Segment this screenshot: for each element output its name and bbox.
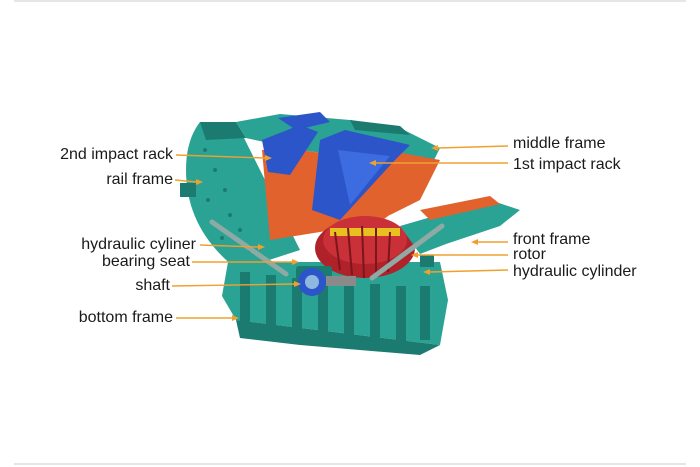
label-bottom-frame: bottom frame xyxy=(78,309,173,326)
impact-rack-1-part xyxy=(312,130,410,220)
top-border-line xyxy=(14,0,686,2)
hydraulic-cylinders-part xyxy=(209,219,445,281)
bottom-border-line xyxy=(14,463,686,465)
label-hydraulic-cyliner: hydraulic cyliner xyxy=(81,236,196,253)
label-hydraulic-cylinder: hydraulic cylinder xyxy=(513,263,637,280)
front-frame-part xyxy=(400,196,520,267)
label-1st-impact-rack: 1st impact rack xyxy=(513,156,621,173)
bottom-frame-part xyxy=(222,262,448,355)
label-shaft: shaft xyxy=(135,277,170,294)
label-middle-frame: middle frame xyxy=(513,135,606,152)
impact-rack-2-part xyxy=(262,112,330,175)
leader-lines xyxy=(171,145,509,319)
label-front-frame: front frame xyxy=(513,231,591,248)
shaft-bearing-part xyxy=(296,266,356,296)
rotor-part xyxy=(315,216,415,279)
label-rotor: rotor xyxy=(513,246,546,263)
label-2nd-impact-rack: 2nd impact rack xyxy=(60,146,173,163)
label-bearing-seat: bearing seat xyxy=(101,253,190,270)
label-rail-frame: rail frame xyxy=(106,171,173,188)
